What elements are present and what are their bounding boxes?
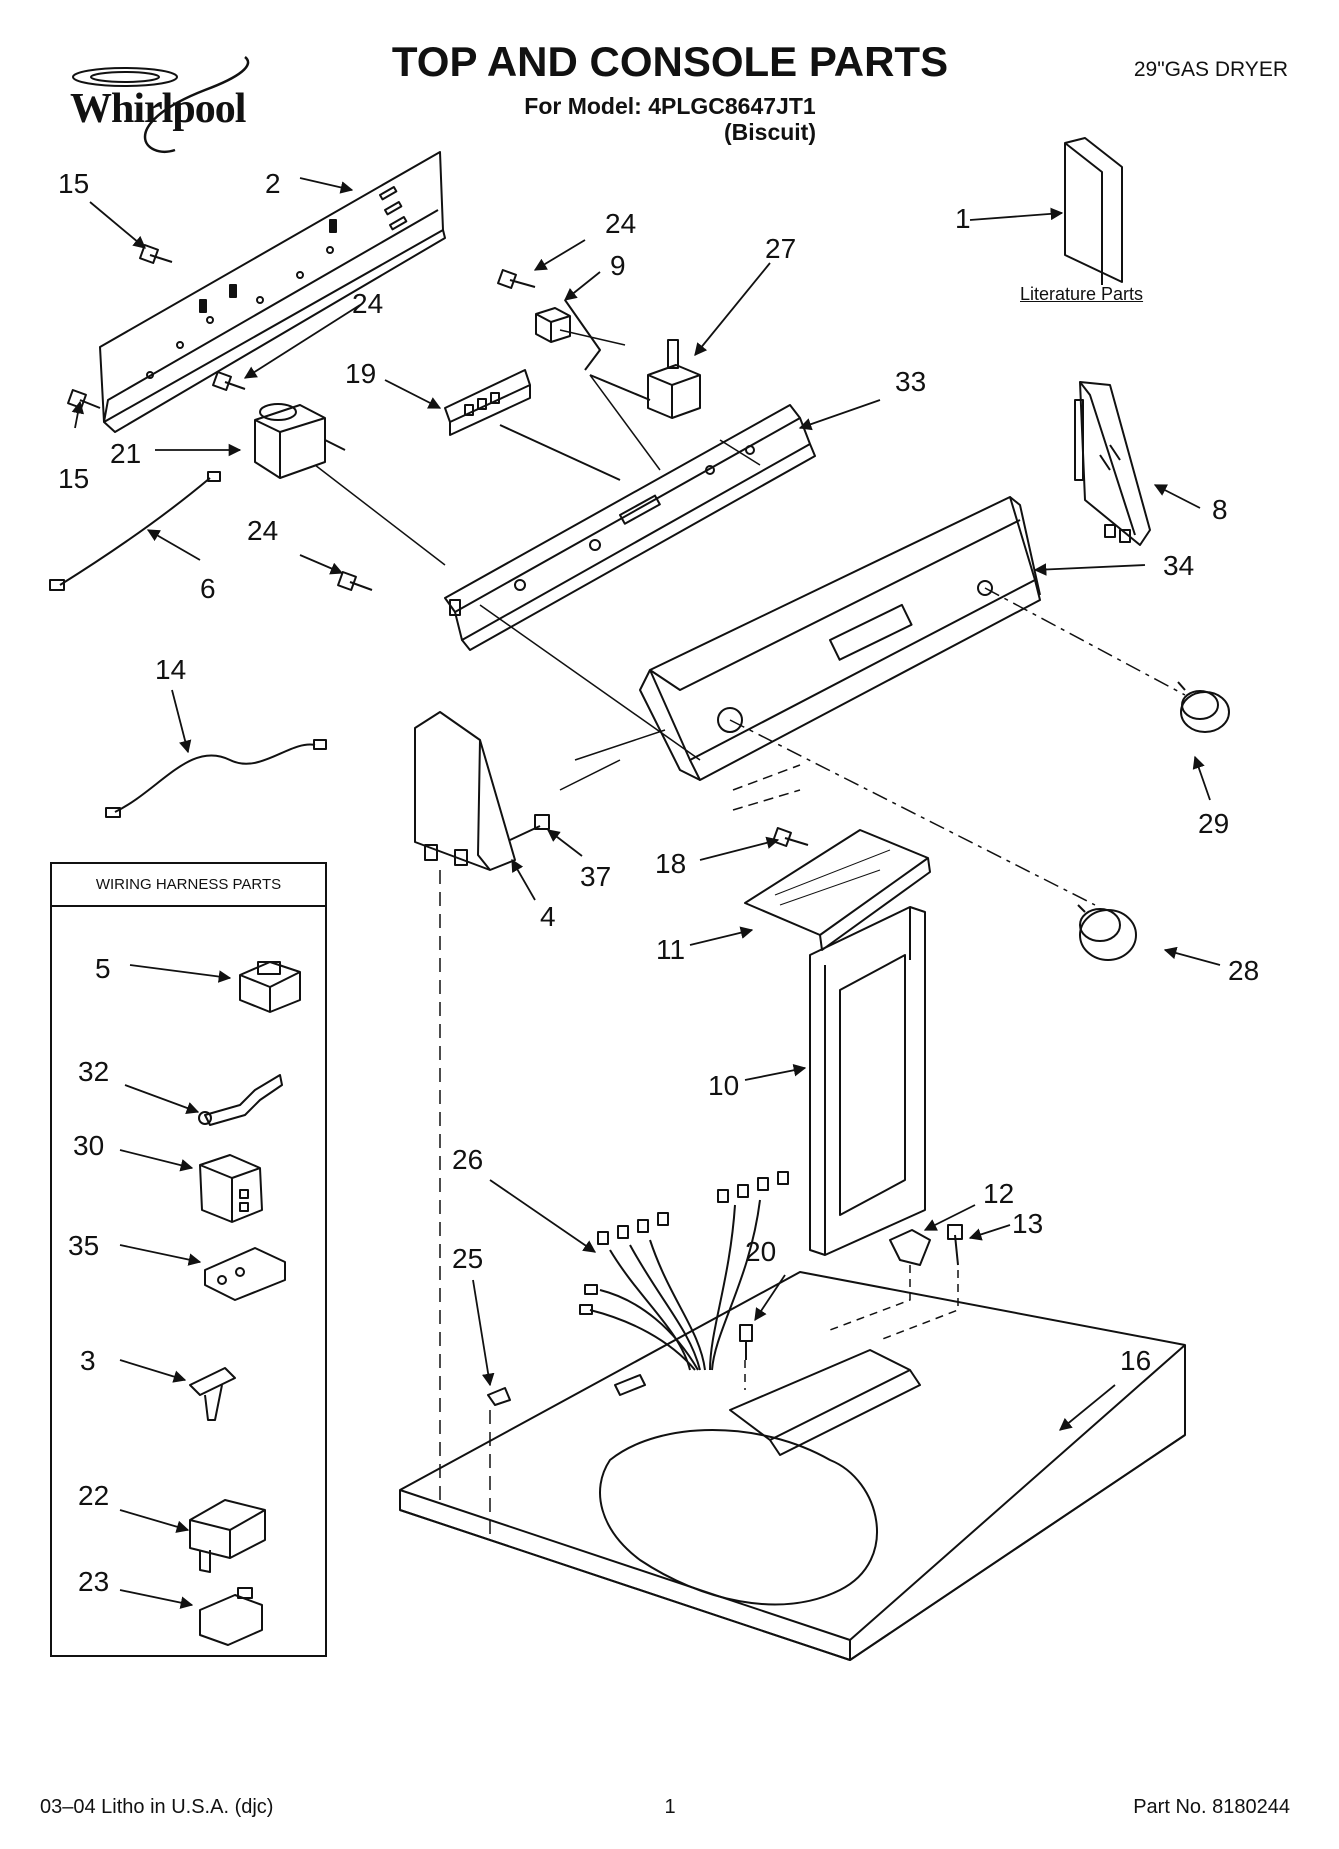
part-34-console	[639, 496, 1041, 781]
callout-2: 2	[265, 168, 281, 199]
wiring-harness-box	[50, 862, 327, 1657]
model-line: For Model: 4PLGC8647JT1	[524, 93, 816, 119]
part-37-screw	[509, 814, 550, 841]
part-19-board	[444, 369, 621, 481]
part-18-screw	[772, 827, 809, 847]
harness-part-30-connector	[199, 1154, 263, 1223]
callout-30: 30	[73, 1130, 105, 1161]
callout-24-low: 24	[247, 515, 279, 546]
footer-part-number: Part No. 8180244	[1133, 1796, 1290, 1818]
callout-24-mid: 24	[352, 288, 384, 319]
callout-26: 26	[452, 1144, 484, 1175]
part-26-harness	[579, 1171, 789, 1396]
part-24-screw-top	[497, 269, 536, 289]
literature-parts-label: Literature Parts	[1020, 284, 1144, 304]
color-line: (Biscuit)	[724, 119, 816, 145]
callout-14: 14	[155, 654, 187, 685]
callout-20: 20	[745, 1236, 777, 1267]
callout-21: 21	[110, 438, 142, 469]
wiring-harness-divider	[50, 905, 327, 907]
callout-19: 19	[345, 358, 377, 389]
callout-28: 28	[1228, 955, 1260, 986]
callout-13: 13	[1012, 1208, 1044, 1239]
wiring-harness-title: WIRING HARNESS PARTS	[95, 876, 282, 893]
part-27-switch	[589, 339, 701, 419]
callout-27: 27	[765, 233, 797, 264]
harness-part-32-terminal	[198, 1074, 283, 1126]
callout-9: 9	[610, 250, 626, 281]
callout-33: 33	[895, 366, 927, 397]
callout-24-top: 24	[605, 208, 637, 239]
callout-29: 29	[1198, 808, 1230, 839]
callout-25: 25	[452, 1243, 484, 1274]
part-33-bracket	[444, 404, 816, 651]
part-10-lint-housing	[809, 906, 926, 1256]
harness-part-35-connector	[204, 1247, 286, 1301]
part-12-clip	[889, 1229, 931, 1266]
part-20-screw	[739, 1324, 753, 1360]
callout-6: 6	[200, 573, 216, 604]
harness-part-3-clip	[189, 1367, 236, 1421]
callout-3: 3	[80, 1345, 96, 1376]
brand-logo: Whirlpool	[70, 86, 246, 132]
part-2-rear-panel	[99, 151, 446, 433]
callout-4: 4	[540, 901, 556, 932]
harness-part-5-connector	[239, 961, 301, 1013]
callout-5: 5	[95, 953, 111, 984]
callout-10: 10	[708, 1070, 740, 1101]
callout-15-upper: 15	[58, 168, 90, 199]
footer-litho: 03–04 Litho in U.S.A. (djc)	[40, 1796, 274, 1818]
callout-12: 12	[983, 1178, 1015, 1209]
part-13-screw	[947, 1224, 963, 1266]
callout-15-lower: 15	[58, 463, 90, 494]
part-14-wire	[105, 739, 327, 818]
harness-part-23-connector	[199, 1587, 263, 1646]
part-15-screw-lower	[67, 389, 101, 409]
callout-16: 16	[1120, 1345, 1152, 1376]
part-29-knob	[1177, 681, 1230, 733]
callout-37: 37	[580, 861, 612, 892]
callout-18: 18	[655, 848, 687, 879]
callout-23: 23	[78, 1566, 110, 1597]
callout-1: 1	[955, 203, 971, 234]
callout-32: 32	[78, 1056, 110, 1087]
part-25-clip	[487, 1387, 511, 1406]
callout-8: 8	[1212, 494, 1228, 525]
part-11-lint-cover	[744, 829, 931, 951]
part-4-side-cap	[414, 711, 516, 871]
callout-22: 22	[78, 1480, 110, 1511]
part-15-screw-upper	[139, 244, 173, 264]
part-24-screw-low	[337, 571, 373, 591]
part-8-end-cap	[1074, 381, 1151, 546]
part-9-terminal-block	[535, 299, 601, 371]
part-21-timer	[254, 403, 346, 479]
callout-11: 11	[656, 934, 686, 965]
part-6-wire	[49, 471, 221, 591]
footer-page-number: 1	[664, 1796, 676, 1818]
harness-part-22-connector	[189, 1499, 266, 1573]
brand-logo-graphic	[72, 56, 250, 153]
callout-34: 34	[1163, 550, 1195, 581]
product-type: 29"GAS DRYER	[1133, 58, 1288, 81]
callout-35: 35	[68, 1230, 100, 1261]
page-title: TOP AND CONSOLE PARTS	[391, 38, 949, 85]
part-1-literature	[1064, 137, 1123, 285]
part-16-top	[399, 1271, 1186, 1661]
part-24-screw-mid	[212, 371, 246, 391]
part-28-knob	[1077, 904, 1137, 961]
